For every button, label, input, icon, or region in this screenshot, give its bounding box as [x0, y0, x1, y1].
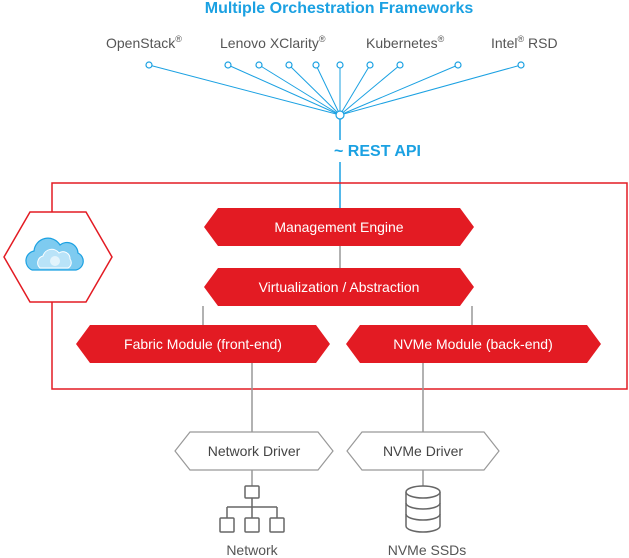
database-icon	[405, 485, 441, 533]
nvme-module-box: NVMe Module (back-end)	[346, 325, 601, 363]
nvme-driver-label: NVMe Driver	[383, 443, 463, 459]
network-topology-icon	[219, 485, 285, 533]
network-driver-box: Network Driver	[174, 431, 334, 471]
management-engine-box: Management Engine	[204, 208, 474, 246]
management-engine-label: Management Engine	[274, 219, 403, 235]
network-label: Network	[226, 542, 278, 558]
network-driver-label: Network Driver	[208, 443, 301, 459]
fabric-module-box: Fabric Module (front-end)	[76, 325, 330, 363]
framework-openstack: OpenStack®	[106, 34, 182, 51]
rest-api-label: ~ REST API	[334, 143, 421, 160]
framework-labels: OpenStack® Lenovo XClarity® Kubernetes® …	[106, 34, 558, 51]
framework-connectors	[148, 64, 522, 116]
fabric-module-label: Fabric Module (front-end)	[124, 336, 282, 352]
framework-lenovo-xclarity: Lenovo XClarity®	[220, 34, 326, 51]
nvme-ssds-label: NVMe SSDs	[388, 542, 467, 558]
diagram-title: Multiple Orchestration Frameworks	[205, 0, 474, 17]
nvme-driver-box: NVMe Driver	[346, 431, 500, 471]
cloud-icon	[25, 237, 84, 271]
virtualization-label: Virtualization / Abstraction	[259, 279, 420, 295]
virtualization-box: Virtualization / Abstraction	[204, 268, 474, 306]
framework-kubernetes: Kubernetes®	[366, 34, 445, 51]
framework-intel-rsd: Intel® RSD	[491, 34, 558, 51]
nvme-module-label: NVMe Module (back-end)	[393, 336, 553, 352]
